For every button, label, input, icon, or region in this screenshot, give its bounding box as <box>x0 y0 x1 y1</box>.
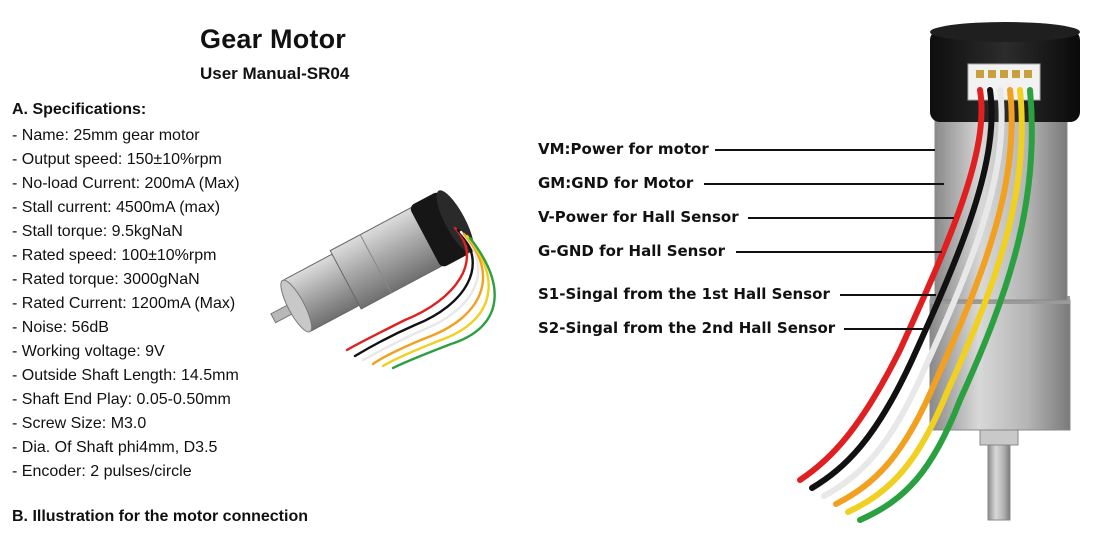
spec-item: - No-load Current: 200mA (Max) <box>12 175 240 192</box>
large-motor-image <box>797 22 1080 523</box>
spec-item: - Output speed: 150±10%rpm <box>12 151 222 168</box>
page-subtitle: User Manual-SR04 <box>200 64 350 83</box>
connection-heading: B. Illustration for the motor connection <box>12 508 308 525</box>
spec-item: - Stall current: 4500mA (max) <box>12 199 221 216</box>
spec-item: - Name: 25mm gear motor <box>12 127 200 144</box>
page-title: Gear Motor <box>200 24 347 54</box>
spec-item: - Outside Shaft Length: 14.5mm <box>12 367 239 384</box>
spec-item: - Encoder: 2 pulses/circle <box>12 463 192 480</box>
wire-label-v-hall: V-Power for Hall Sensor <box>538 208 739 226</box>
wire-label-s1: S1-Singal from the 1st Hall Sensor <box>538 285 830 303</box>
spec-item: - Dia. Of Shaft phi4mm, D3.5 <box>12 439 218 456</box>
leader-line <box>736 251 942 253</box>
leader-line <box>844 328 924 330</box>
specifications-heading: A. Specifications: <box>12 101 147 118</box>
wire-label-g-hall: G-GND for Hall Sensor <box>538 242 725 260</box>
wire-label-gm: GM:GND for Motor <box>538 174 694 192</box>
leader-line <box>840 294 936 296</box>
spec-item: - Screw Size: M3.0 <box>12 415 147 432</box>
spec-item: - Rated speed: 100±10%rpm <box>12 247 217 264</box>
spec-item: - Shaft End Play: 0.05-0.50mm <box>12 391 231 408</box>
spec-item: - Working voltage: 9V <box>12 343 165 360</box>
wiring-labels: VM:Power for motor GM:GND for Motor V-Po… <box>538 0 954 533</box>
wire-label-vm: VM:Power for motor <box>538 140 709 158</box>
spec-item: - Stall torque: 9.5kgNaN <box>12 223 183 240</box>
wire-label-s2: S2-Singal from the 2nd Hall Sensor <box>538 319 836 337</box>
spec-item: - Noise: 56dB <box>12 319 109 336</box>
leader-line <box>748 217 954 219</box>
leader-line <box>704 183 944 185</box>
small-motor-image <box>270 190 496 370</box>
specifications-list: - Name: 25mm gear motor - Output speed: … <box>12 124 240 484</box>
spec-item: - Rated Current: 1200mA (Max) <box>12 295 236 312</box>
spec-item: - Rated torque: 3000gNaN <box>12 271 200 288</box>
leader-line <box>715 149 935 151</box>
